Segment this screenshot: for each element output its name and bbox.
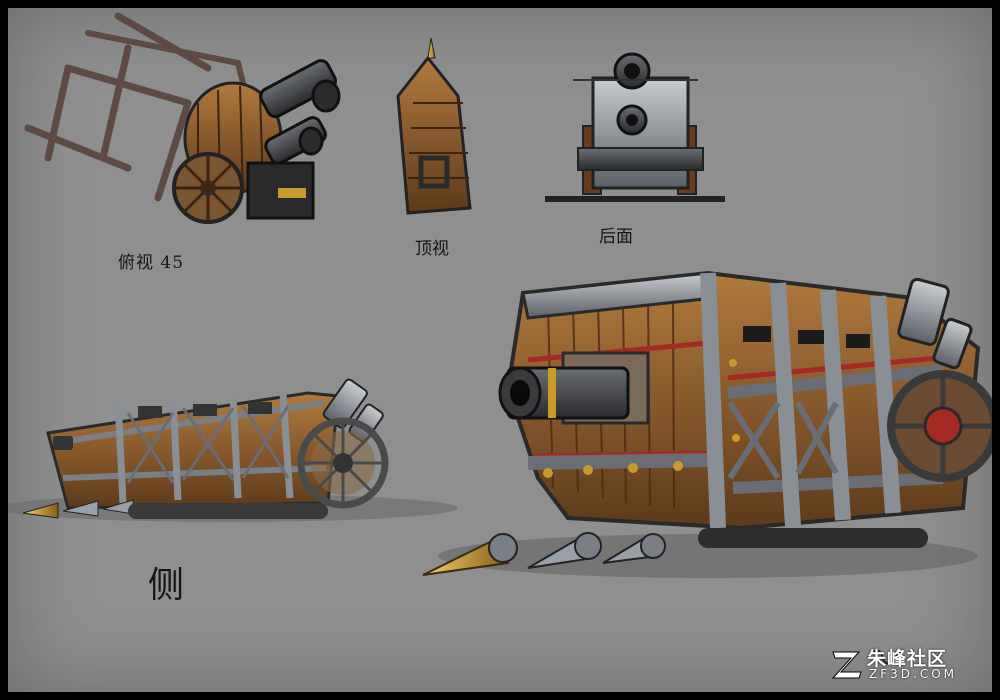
- watermark-domain: ZF3D.COM: [869, 667, 957, 681]
- side-view-sketch: [8, 378, 458, 522]
- label-top-view: 顶视: [415, 239, 449, 259]
- watermark: 朱峰社区 ZF3D.COM: [829, 644, 974, 684]
- top-view-sketch: [396, 37, 472, 215]
- artist-signature: [867, 649, 899, 665]
- zf3d-logo-icon: [831, 651, 862, 679]
- topdown-45-sketch: [24, 12, 341, 224]
- label-side-view: 侧: [148, 565, 185, 606]
- watermark-name: 朱峰社区: [867, 648, 948, 670]
- main-render: [422, 270, 992, 578]
- label-rear-view: 后面: [599, 227, 633, 247]
- artwork-canvas: 俯视 45 顶视 后面 侧 朱峰社区 ZF3D.COM: [8, 8, 992, 692]
- label-topdown-45: 俯视 45: [118, 253, 185, 273]
- sketch-layer: [8, 12, 992, 665]
- rear-view-sketch: [545, 52, 725, 202]
